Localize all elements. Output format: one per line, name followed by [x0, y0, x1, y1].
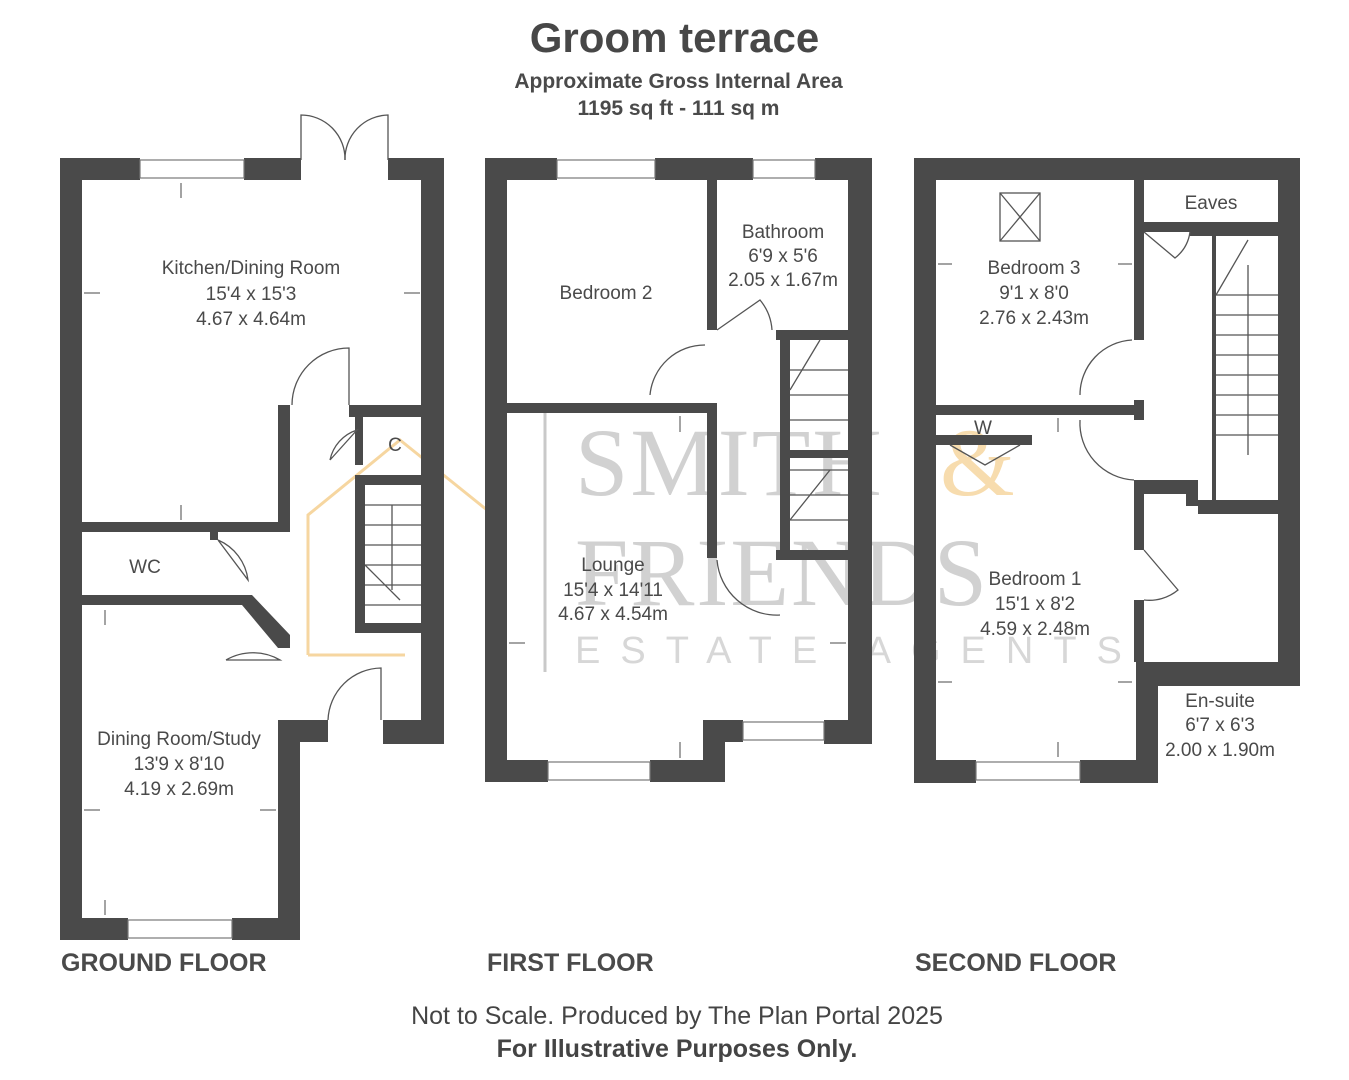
plan-area: 1195 sq ft - 111 sq m	[577, 97, 780, 120]
room-lounge-metric: 4.67 x 4.54m	[558, 604, 668, 625]
room-bathroom-name: Bathroom	[742, 222, 824, 243]
room-lounge-imperial: 15'4 x 14'11	[563, 580, 663, 601]
stairs	[1215, 239, 1278, 455]
room-dining-imperial: 13'9 x 8'10	[134, 754, 225, 775]
room-kitchen-imperial: 15'4 x 15'3	[206, 284, 297, 305]
room-ensuite-imperial: 6'7 x 6'3	[1185, 715, 1255, 736]
room-bathroom-metric: 2.05 x 1.67m	[728, 270, 838, 291]
first-floor-label: FIRST FLOOR	[487, 949, 654, 977]
ground-floor-label: GROUND FLOOR	[61, 949, 267, 977]
footer-disclaimer: For Illustrative Purposes Only.	[496, 1035, 858, 1063]
room-bedroom2-name: Bedroom 2	[560, 283, 653, 304]
room-bedroom1-name: Bedroom 1	[989, 569, 1082, 590]
room-lounge-name: Lounge	[581, 555, 644, 576]
room-bathroom-imperial: 6'9 x 5'6	[748, 246, 818, 267]
footer-note: Not to Scale. Produced by The Plan Porta…	[411, 1002, 943, 1030]
dimension-markers	[84, 183, 1132, 915]
second-floor-plan: Eaves Bedroom 3 9'1 x 8'0 2.76 x 2.43m W…	[914, 158, 1300, 783]
room-bedroom3-name: Bedroom 3	[988, 258, 1081, 279]
room-bedroom1-imperial: 15'1 x 8'2	[995, 594, 1075, 615]
room-bedroom1-metric: 4.59 x 2.48m	[980, 619, 1090, 640]
room-kitchen-name: Kitchen/Dining Room	[162, 258, 340, 279]
watermark-line1: SMITH	[575, 409, 884, 516]
room-dining-name: Dining Room/Study	[97, 729, 261, 750]
watermark-amp: &	[940, 409, 1015, 516]
plan-title: Groom terrace	[529, 14, 820, 61]
second-floor-label: SECOND FLOOR	[915, 949, 1117, 977]
room-bedroom3-imperial: 9'1 x 8'0	[999, 283, 1069, 304]
ground-floor-plan: Kitchen/Dining Room 15'4 x 15'3 4.67 x 4…	[60, 114, 444, 940]
room-bedroom3-metric: 2.76 x 2.43m	[979, 308, 1089, 329]
room-ensuite-name: En-suite	[1185, 691, 1255, 712]
room-ensuite-metric: 2.00 x 1.90m	[1165, 740, 1275, 761]
room-cupboard-name: C	[388, 435, 402, 456]
room-eaves-name: Eaves	[1185, 193, 1238, 214]
room-wc-name: WC	[129, 557, 161, 578]
first-floor-plan: Bedroom 2 Bathroom 6'9 x 5'6 2.05 x 1.67…	[485, 158, 872, 782]
stairs	[364, 504, 421, 606]
room-kitchen-metric: 4.67 x 4.64m	[196, 309, 306, 330]
room-wardrobe-name: W	[974, 418, 992, 439]
plan-subtitle: Approximate Gross Internal Area	[514, 70, 843, 93]
room-dining-metric: 4.19 x 2.69m	[124, 779, 234, 800]
stairs	[789, 339, 848, 521]
